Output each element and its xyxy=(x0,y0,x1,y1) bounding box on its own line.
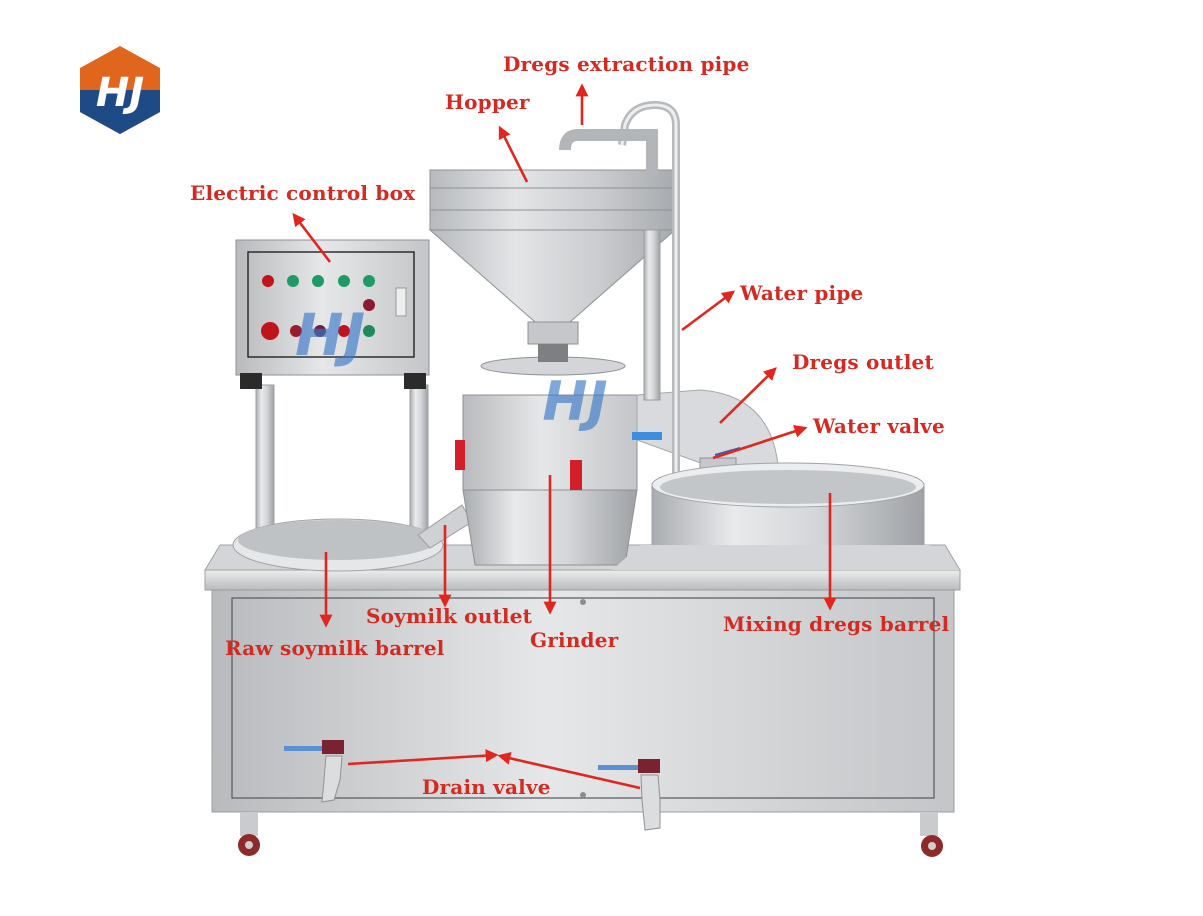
drain-valve-right xyxy=(598,759,661,831)
label-water-valve: Water valve xyxy=(813,414,945,438)
svg-text:HJ: HJ xyxy=(295,301,365,369)
label-grinder: Grinder xyxy=(530,628,619,652)
label-soymilk-outlet: Soymilk outlet xyxy=(366,604,533,628)
dregs-extraction-pipe-shape xyxy=(559,129,661,401)
base-cabinet xyxy=(204,544,961,857)
water-pipe-shape xyxy=(618,100,680,560)
brand-logo: HJ xyxy=(80,46,160,134)
label-raw-soymilk-barrel: Raw soymilk barrel xyxy=(225,636,445,660)
svg-text:HJ: HJ xyxy=(542,370,607,433)
grinder-shape: HJ xyxy=(455,370,638,566)
drain-valve-left xyxy=(284,740,344,803)
electric-control-box-body: HJ xyxy=(235,239,430,389)
hopper-shape xyxy=(428,169,677,376)
mixing-dregs-barrel-shape xyxy=(612,462,960,570)
control-box-stand xyxy=(255,384,429,546)
svg-text:HJ: HJ xyxy=(96,70,144,116)
label-mixing-dregs-barrel: Mixing dregs barrel xyxy=(723,612,950,636)
annotation-arrows xyxy=(292,83,837,790)
label-hopper: Hopper xyxy=(445,90,530,114)
label-dregs-outlet: Dregs outlet xyxy=(792,350,934,374)
label-dregs-extraction-pipe: Dregs extraction pipe xyxy=(503,52,750,76)
raw-soymilk-barrel-shape xyxy=(232,504,473,572)
label-drain-valve: Drain valve xyxy=(422,775,551,799)
label-water-pipe: Water pipe xyxy=(740,281,864,305)
label-electric-control-box: Electric control box xyxy=(190,181,416,205)
